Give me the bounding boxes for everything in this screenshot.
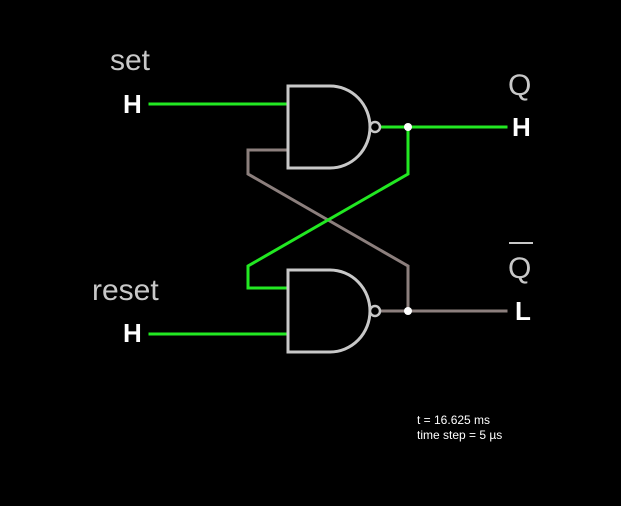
reset-label: reset	[92, 274, 159, 307]
q-bar-output-state: L	[515, 296, 531, 326]
nand-gate-bottom-body	[286, 268, 372, 354]
nand-gate-top[interactable]	[286, 84, 382, 170]
q-label: Q	[508, 69, 531, 102]
nand-gate-bottom-bubble	[368, 304, 382, 318]
low-wires	[246, 148, 508, 313]
nand-gate-top-bubble	[368, 120, 382, 134]
nand-gate-top-body	[286, 84, 372, 170]
set-label: set	[110, 44, 151, 77]
time-readout: t = 16.625 ms	[417, 413, 491, 427]
feedback-wire-q-to-bottom	[246, 125, 410, 290]
junction-dot-q-bar	[404, 307, 412, 315]
junction-dot-q	[404, 123, 412, 131]
reset-input-state[interactable]: H	[123, 318, 142, 348]
nand-gate-bottom[interactable]	[286, 268, 382, 354]
time-step-readout: time step = 5 µs	[417, 428, 503, 442]
high-wires	[148, 102, 508, 336]
q-output-state: H	[512, 112, 531, 142]
feedback-wire-qbar-to-top	[246, 148, 410, 313]
q-bar-label: Q	[508, 252, 531, 285]
set-input-state[interactable]: H	[123, 89, 142, 119]
simulation-status: t = 16.625 ms time step = 5 µs	[417, 413, 502, 443]
